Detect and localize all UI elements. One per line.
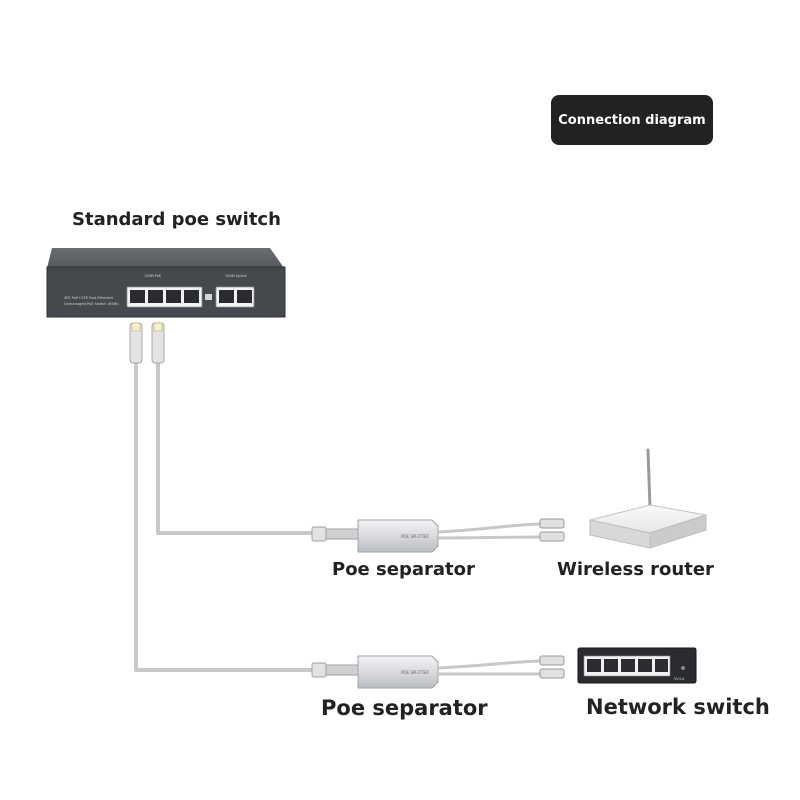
separator-1-brand-text: POE SPLITTER <box>401 534 429 539</box>
switch-desc-line-1: 4FE PoE+2FE Fast Ethernet <box>64 296 113 300</box>
rj45-plug-icon <box>129 322 165 364</box>
switch-desc-line-2: Unmanaged PoE Switch (65W) <box>64 302 119 306</box>
poe-separator-2-label: Poe separator <box>321 696 488 720</box>
cable-to-separator-1 <box>156 362 312 535</box>
network-switch-power-text: 5V/1A <box>674 677 685 681</box>
wireless-router-label: Wireless router <box>557 559 714 580</box>
poe-separator-2-device: POE SPLITTER <box>311 655 565 689</box>
cable-to-separator-2 <box>134 362 312 672</box>
network-switch-label: Network switch <box>586 695 770 719</box>
poe-switch-device: 100M PoE 100M Uplink 4FE PoE+2FE Fast Et… <box>46 248 286 318</box>
switch-port-group-2-text: 100M Uplink <box>225 274 248 278</box>
separator-2-brand-text: POE SPLITTER <box>401 670 429 675</box>
standard-poe-switch-label: Standard poe switch <box>72 209 281 230</box>
wireless-router-device <box>589 448 707 549</box>
switch-port-group-1-text: 100M PoE <box>144 274 161 278</box>
poe-separator-1-label: Poe separator <box>332 559 475 580</box>
network-switch-device: 5V/1A <box>577 647 697 684</box>
connection-diagram-badge: Connection diagram <box>551 95 713 145</box>
poe-separator-1-device: POE SPLITTER <box>311 518 565 553</box>
